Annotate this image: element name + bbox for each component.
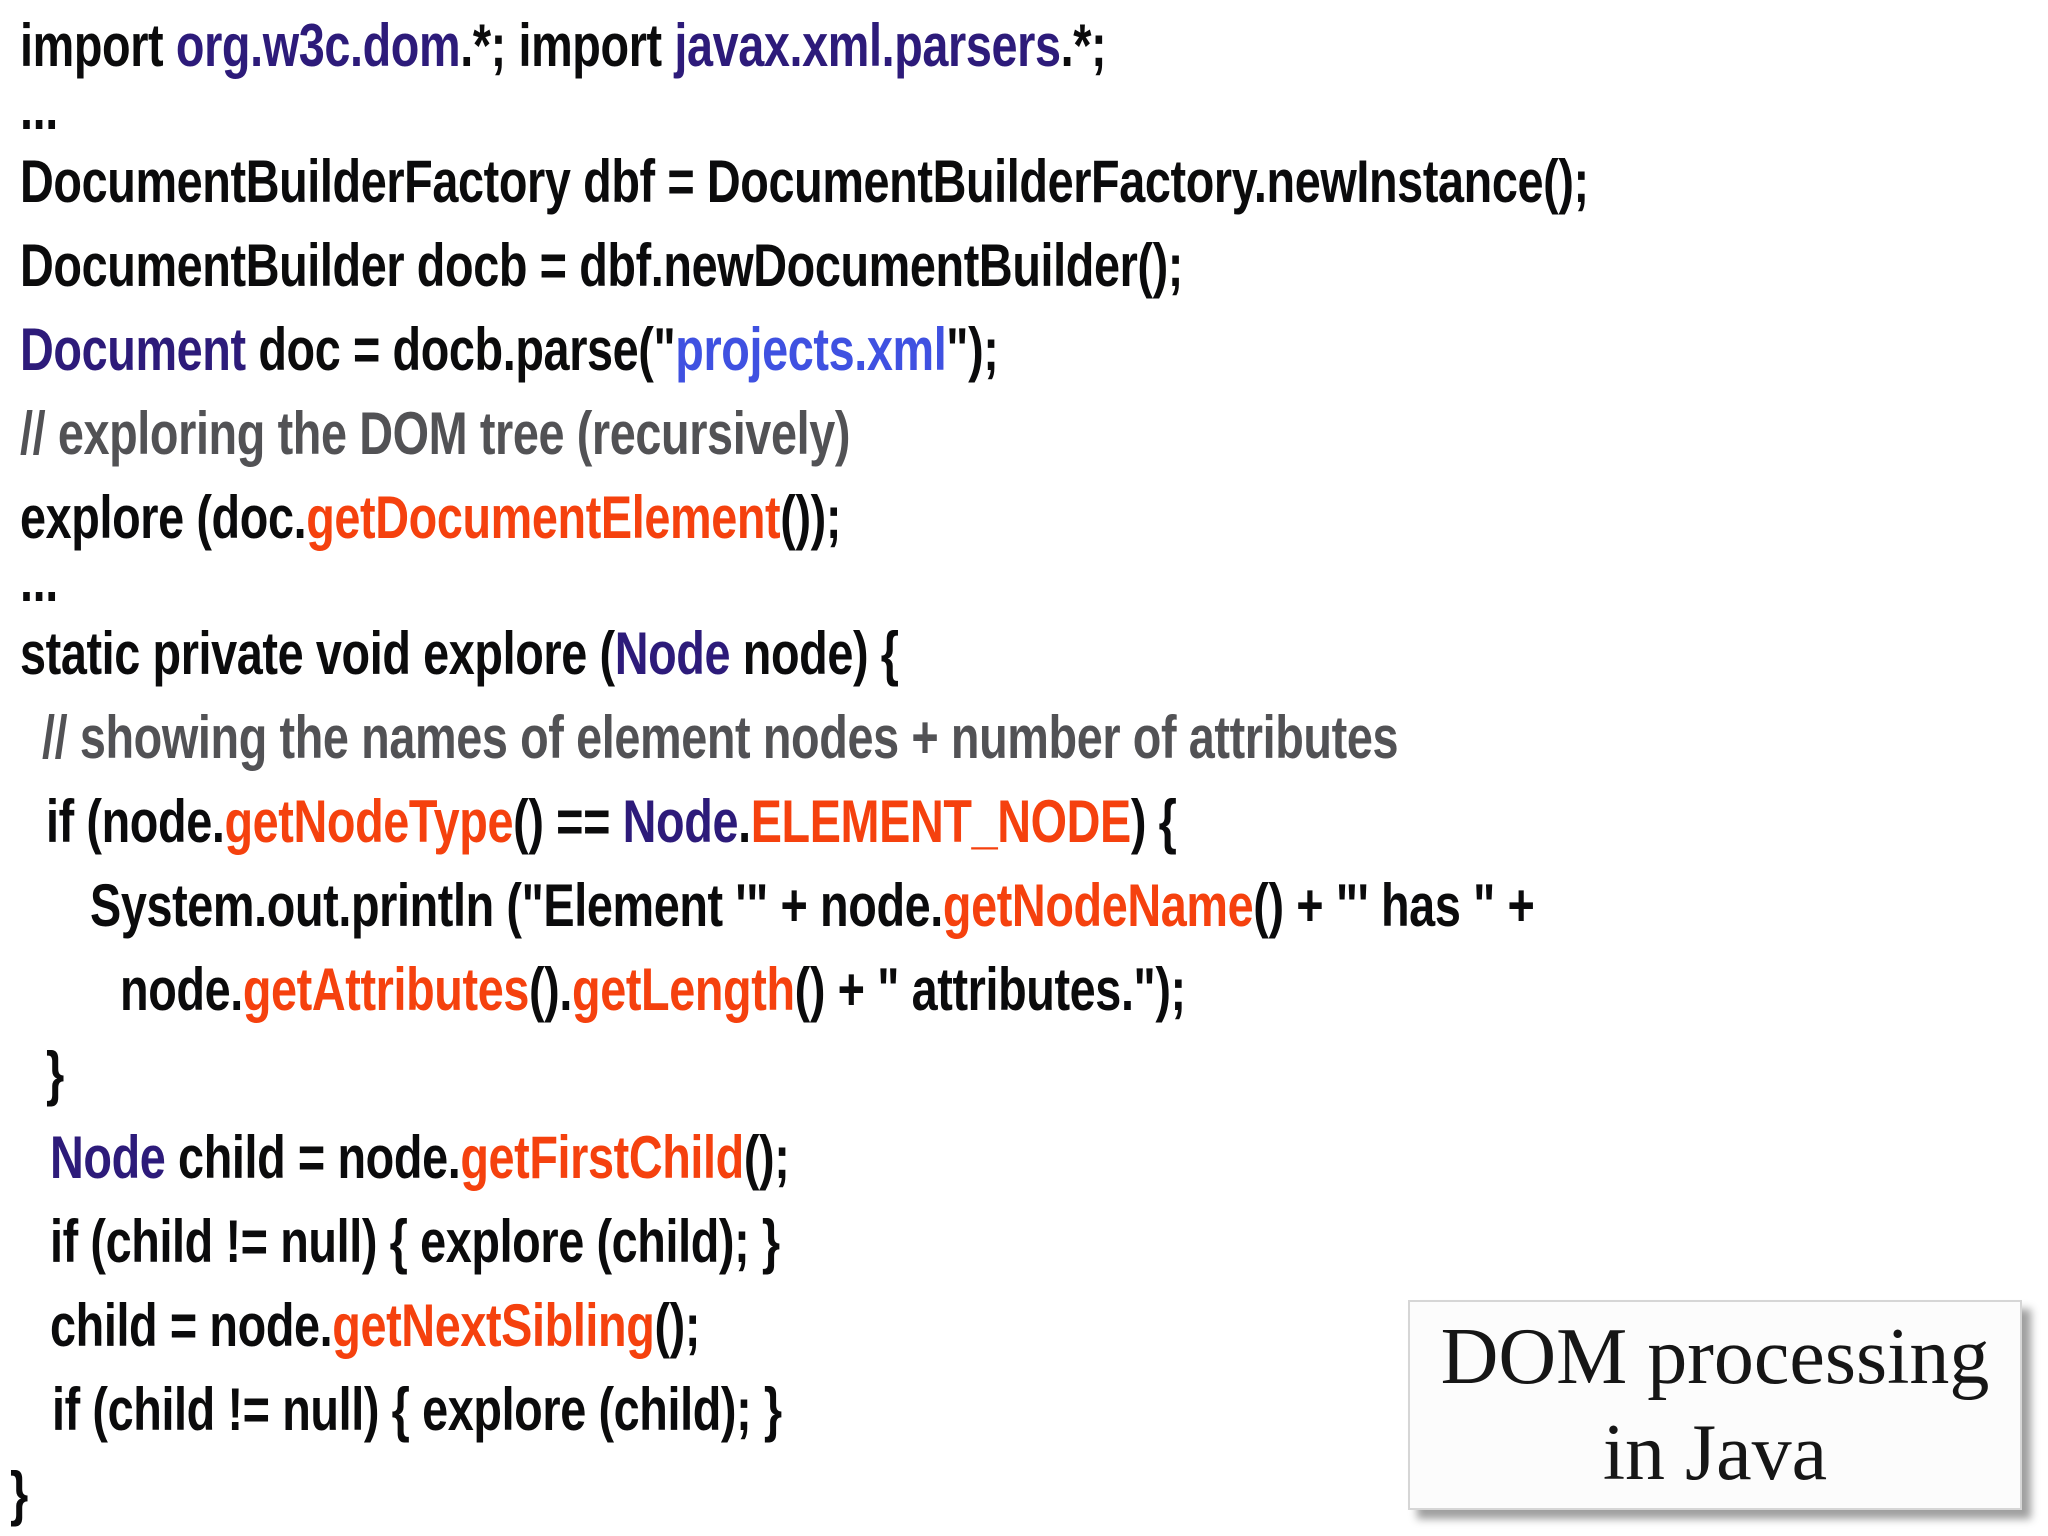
code-segment-code: DocumentBuilderFactory dbf = DocumentBui… [20, 148, 1589, 215]
code-line: Node child = node.getFirstChild(); [0, 1116, 2048, 1200]
code-line-text: if (node.getNodeType() == Node.ELEMENT_N… [46, 780, 1177, 864]
code-segment-code: if (node. [46, 788, 225, 855]
code-segment-comment: // exploring the DOM tree (recursively) [20, 400, 851, 467]
code-line-text: } [46, 1032, 64, 1116]
code-segment-code: .*; [1060, 12, 1107, 79]
code-segment-code: explore (doc. [20, 484, 307, 551]
code-segment-code: } [10, 1460, 28, 1527]
code-segment-code: "); [946, 316, 999, 383]
code-segment-string: projects.xml [675, 316, 947, 383]
code-line-text: DocumentBuilderFactory dbf = DocumentBui… [20, 140, 1589, 224]
code-segment-type: org.w3c.dom [175, 12, 461, 79]
ellipsis-line: ... [0, 551, 2048, 612]
code-line-text: // showing the names of element nodes + … [42, 696, 1398, 780]
code-line: child = node.getNextSibling(); [0, 1284, 2048, 1368]
code-line: DocumentBuilderFactory dbf = DocumentBui… [0, 140, 2048, 224]
code-segment-method: getDocumentElement [306, 484, 781, 551]
code-segment-method: getAttributes [242, 956, 530, 1023]
code-line-text: Document doc = docb.parse("projects.xml"… [20, 308, 999, 392]
code-segment-type: Node [622, 788, 739, 855]
caption-line-2: in Java [1602, 1409, 1828, 1497]
code-segment-code: if (child != null) { explore (child); } [50, 1208, 780, 1275]
code-segment-code: if (child != null) { explore (child); } [52, 1376, 782, 1443]
code-segment-code: ) { [1130, 788, 1177, 855]
code-line-text: if (child != null) { explore (child); } [50, 1200, 780, 1284]
code-segment-code: ... [20, 75, 58, 142]
code-segment-method: getNodeName [942, 872, 1254, 939]
code-segment-type: Document [20, 316, 246, 383]
code-line-text: if (child != null) { explore (child); } [52, 1368, 782, 1452]
caption-line-1: DOM processing [1440, 1313, 1990, 1401]
code-line-text: explore (doc.getDocumentElement()); [20, 476, 841, 560]
code-line: if (child != null) { explore (child); } [0, 1368, 2048, 1452]
code-segment-code: node. [120, 956, 243, 1023]
code-segment-code: } [46, 1040, 64, 1107]
code-segment-code: DocumentBuilder docb = dbf.newDocumentBu… [20, 232, 1184, 299]
code-segment-code: () == [513, 788, 623, 855]
code-line-text: static private void explore (Node node) … [20, 612, 899, 696]
code-line-text: ... [20, 79, 58, 139]
code-segment-code: import [20, 12, 176, 79]
code-line: DocumentBuilder docb = dbf.newDocumentBu… [0, 224, 2048, 308]
code-segment-code: child = node. [165, 1124, 461, 1191]
ellipsis-line: ... [0, 79, 2048, 140]
code-line: static private void explore (Node node) … [0, 612, 2048, 696]
code-line: if (child != null) { explore (child); } [0, 1200, 2048, 1284]
code-segment-code: ... [20, 547, 58, 614]
code-line: if (node.getNodeType() == Node.ELEMENT_N… [0, 780, 2048, 864]
code-line-text: ... [20, 551, 58, 611]
code-line-text: DocumentBuilder docb = dbf.newDocumentBu… [20, 224, 1183, 308]
code-segment-type: javax.xml.parsers [674, 12, 1061, 79]
code-segment-method: getLength [571, 956, 795, 1023]
code-line: Document doc = docb.parse("projects.xml"… [0, 308, 2048, 392]
code-segment-code: (). [528, 956, 572, 1023]
code-line: } [0, 1032, 2048, 1116]
code-line-text: // exploring the DOM tree (recursively) [20, 392, 850, 476]
code-segment-type: Node [50, 1124, 166, 1191]
code-segment-code: node) { [730, 620, 899, 687]
code-line-text: node.getAttributes().getLength() + " att… [120, 948, 1186, 1032]
code-line: } [0, 1452, 2048, 1536]
code-segment-code: System.out.println ("Element '" + node. [90, 872, 943, 939]
code-segment-type: Node [614, 620, 731, 687]
code-segment-comment: // showing the names of element nodes + … [42, 704, 1399, 771]
code-line: import org.w3c.dom.*; import javax.xml.p… [0, 4, 2048, 88]
code-segment-code: (); [743, 1124, 790, 1191]
code-segment-method: getNodeType [224, 788, 514, 855]
code-segment-code: .*; import [460, 12, 675, 79]
code-line: System.out.println ("Element '" + node.g… [0, 864, 2048, 948]
code-line-text: System.out.println ("Element '" + node.g… [90, 864, 1535, 948]
code-line-text: child = node.getNextSibling(); [50, 1284, 700, 1368]
code-line-text: import org.w3c.dom.*; import javax.xml.p… [20, 4, 1107, 88]
code-segment-method: ELEMENT_NODE [750, 788, 1132, 855]
code-segment-code: static private void explore ( [20, 620, 615, 687]
code-segment-code: (); [654, 1292, 701, 1359]
code-segment-code: . [738, 788, 751, 855]
code-line: // exploring the DOM tree (recursively) [0, 392, 2048, 476]
code-line: // showing the names of element nodes + … [0, 696, 2048, 780]
code-segment-code: () + " attributes."); [794, 956, 1186, 1023]
code-segment-method: getNextSibling [332, 1292, 655, 1359]
code-segment-code: () + "' has " + [1253, 872, 1535, 939]
code-segment-method: getFirstChild [460, 1124, 744, 1191]
code-segment-code: doc = docb.parse(" [245, 316, 676, 383]
code-line: explore (doc.getDocumentElement()); [0, 476, 2048, 560]
code-segment-code: ()); [780, 484, 842, 551]
code-line-text: } [10, 1452, 28, 1536]
code-segment-code: child = node. [50, 1292, 333, 1359]
caption-box: DOM processing in Java [1408, 1300, 2022, 1510]
code-line: node.getAttributes().getLength() + " att… [0, 948, 2048, 1032]
code-line-text: Node child = node.getFirstChild(); [50, 1116, 790, 1200]
